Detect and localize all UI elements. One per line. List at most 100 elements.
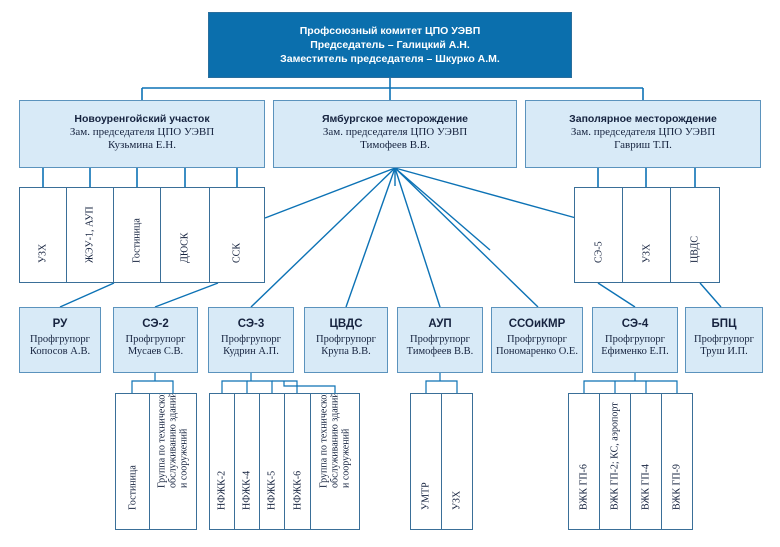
yamburg-fan-line [345, 167, 396, 308]
group-person: Труш И.П. [700, 346, 748, 357]
unit-ssk: ССК [209, 187, 265, 283]
unit-label: Гостиница [131, 218, 143, 263]
unit-label: ДЮСК [179, 232, 191, 263]
ru-link [59, 282, 115, 308]
committee-deputy: Заместитель председателя – Шкурко А.М. [280, 53, 500, 65]
group-role: Профгрупорг [605, 333, 665, 345]
unit-se5: СЭ-5 [574, 187, 623, 283]
section-person: Тимофеев В.В. [360, 139, 430, 151]
section-position: Зам. председателя ЦПО УЭВП [570, 126, 716, 138]
se3-unit-nfzhk2: НФЖК-2 [209, 393, 235, 530]
unit-label: УЗХ [641, 243, 652, 263]
yamburg-field-box: Ямбургское месторождение Зам. председате… [273, 100, 517, 168]
unit-label: ВЖК ГП-4 [640, 464, 652, 510]
novy-urengoy-section-box: Новоуренгойский участок Зам. председател… [19, 100, 265, 168]
se2-unit-hotel: Гостиница [115, 393, 150, 530]
unit-label: ЦВДС [689, 235, 701, 263]
group-person: Мусаев С.В. [127, 346, 184, 357]
group-role: Профгрупорг [30, 333, 90, 345]
section-position: Зам. председателя ЦПО УЭВП [322, 126, 468, 138]
section-person: Кузьмина Е.Н. [108, 139, 176, 151]
group-title: РУ [52, 318, 68, 330]
group-ru: РУ Профгрупорг Копосов А.В. [19, 307, 101, 373]
group-person: Крупа В.В. [321, 346, 371, 357]
group-se2: СЭ-2 Профгрупорг Мусаев С.В. [113, 307, 198, 373]
se4-unit-vzhk-gp4: ВЖК ГП-4 [630, 393, 662, 530]
yamburg-fan-line [250, 167, 396, 308]
se3-bracket [272, 380, 298, 393]
group-role: Профгрупорг [694, 333, 754, 345]
group-title: СЭ-3 [237, 318, 265, 330]
group-person: Ефименко Е.П. [601, 346, 669, 357]
se3-unit-nfzhk5: НФЖК-5 [259, 393, 285, 530]
se3-bracket [247, 380, 273, 393]
unit-tsvds-right: ЦВДС [670, 187, 720, 283]
group-title: БПЦ [711, 318, 737, 330]
group-person: Тимофеев В.В. [406, 346, 474, 357]
unit-label: УЗХ [37, 243, 49, 263]
unit-uzh-left: УЗХ [19, 187, 67, 283]
group-title: СЭ-2 [142, 318, 169, 330]
group-tsvds: ЦВДС Профгрупорг Крупа В.В. [304, 307, 388, 373]
yamburg-fan-line [394, 167, 491, 251]
se3-bracket [221, 380, 248, 393]
section-title: Новоуренгойский участок [74, 113, 210, 125]
group-se4: СЭ-4 Профгрупорг Ефименко Е.П. [592, 307, 678, 373]
group-person: Копосов А.В. [29, 346, 91, 357]
yamburg-fan-line [264, 167, 396, 219]
unit-label: ВЖК ГП-2; КС, аэропорт [609, 402, 621, 510]
section-title: Ямбургское месторождение [321, 113, 468, 125]
yamburg-fan-line [394, 167, 577, 219]
unit-uzh-right: УЗХ [622, 187, 671, 283]
unit-label: Гостиница [127, 465, 138, 510]
unit-label: ССК [231, 242, 243, 263]
zapolyarnoye-field-box: Заполярное месторождение Зам. председате… [525, 100, 761, 168]
group-title: СЭ-4 [621, 318, 649, 330]
se4-unit-vzhk-gp6: ВЖК ГП-6 [568, 393, 600, 530]
unit-label: СЭ-5 [593, 241, 604, 263]
unit-label: НФЖК-4 [241, 470, 253, 510]
section-position: Зам. председателя ЦПО УЭВП [69, 126, 215, 138]
unit-label: НФЖК-5 [266, 470, 278, 510]
unit-hotel-left: Гостиница [113, 187, 161, 283]
se3-bracket [283, 381, 336, 393]
committee-title: Профсоюзный комитет ЦПО УЭВП [299, 25, 481, 37]
se4-unit-vzhk-gp2: ВЖК ГП-2; КС, аэропорт [599, 393, 631, 530]
unit-zheu1-aup: ЖЭУ-1, АУП [66, 187, 114, 283]
group-title: ССОиКМР [508, 318, 566, 330]
unit-label: ВЖК ГП-9 [671, 464, 683, 510]
group-role: Профгрупорг [221, 333, 281, 345]
group-bpts: БПЦ Профгрупорг Труш И.П. [685, 307, 763, 373]
se3-unit-nfzhk4: НФЖК-4 [234, 393, 260, 530]
group-ssoikmr: ССОиКМР Профгрупорг Пономаренко О.Е. [491, 307, 583, 373]
se3-unit-nfzhk6: НФЖК-6 [284, 393, 311, 530]
section-person: Гавриш Т.П. [614, 139, 672, 151]
unit-label: НФЖК-6 [292, 470, 303, 510]
group-role: Профгрупорг [410, 333, 470, 345]
group-role: Профгрупорг [507, 333, 567, 345]
se2-link [154, 282, 219, 308]
se4-link [597, 282, 636, 308]
group-role: Профгрупорг [125, 333, 186, 345]
committee-chairman: Председатель – Галицкий А.Н. [310, 39, 470, 51]
yamburg-fan-line [394, 167, 539, 308]
unit-label: ВЖК ГП-6 [578, 464, 590, 510]
group-title: АУП [428, 318, 452, 330]
aup-unit-uzh: УЗХ [441, 393, 473, 530]
se2-bracket [131, 380, 174, 393]
se4-unit-vzhk-gp9: ВЖК ГП-9 [661, 393, 693, 530]
group-person: Пономаренко О.Е. [496, 346, 578, 357]
se4-bracket [583, 380, 678, 393]
unit-label: УЗХ [451, 490, 463, 510]
unit-label: НФЖК-2 [216, 470, 228, 510]
section-title: Заполярное месторождение [569, 113, 717, 125]
union-committee-box: Профсоюзный комитет ЦПО УЭВП Председател… [208, 12, 572, 78]
group-aup: АУП Профгрупорг Тимофеев В.В. [397, 307, 483, 373]
bpc-link [699, 282, 722, 308]
aup-bracket [425, 380, 458, 393]
yamburg-fan-line [394, 167, 441, 308]
